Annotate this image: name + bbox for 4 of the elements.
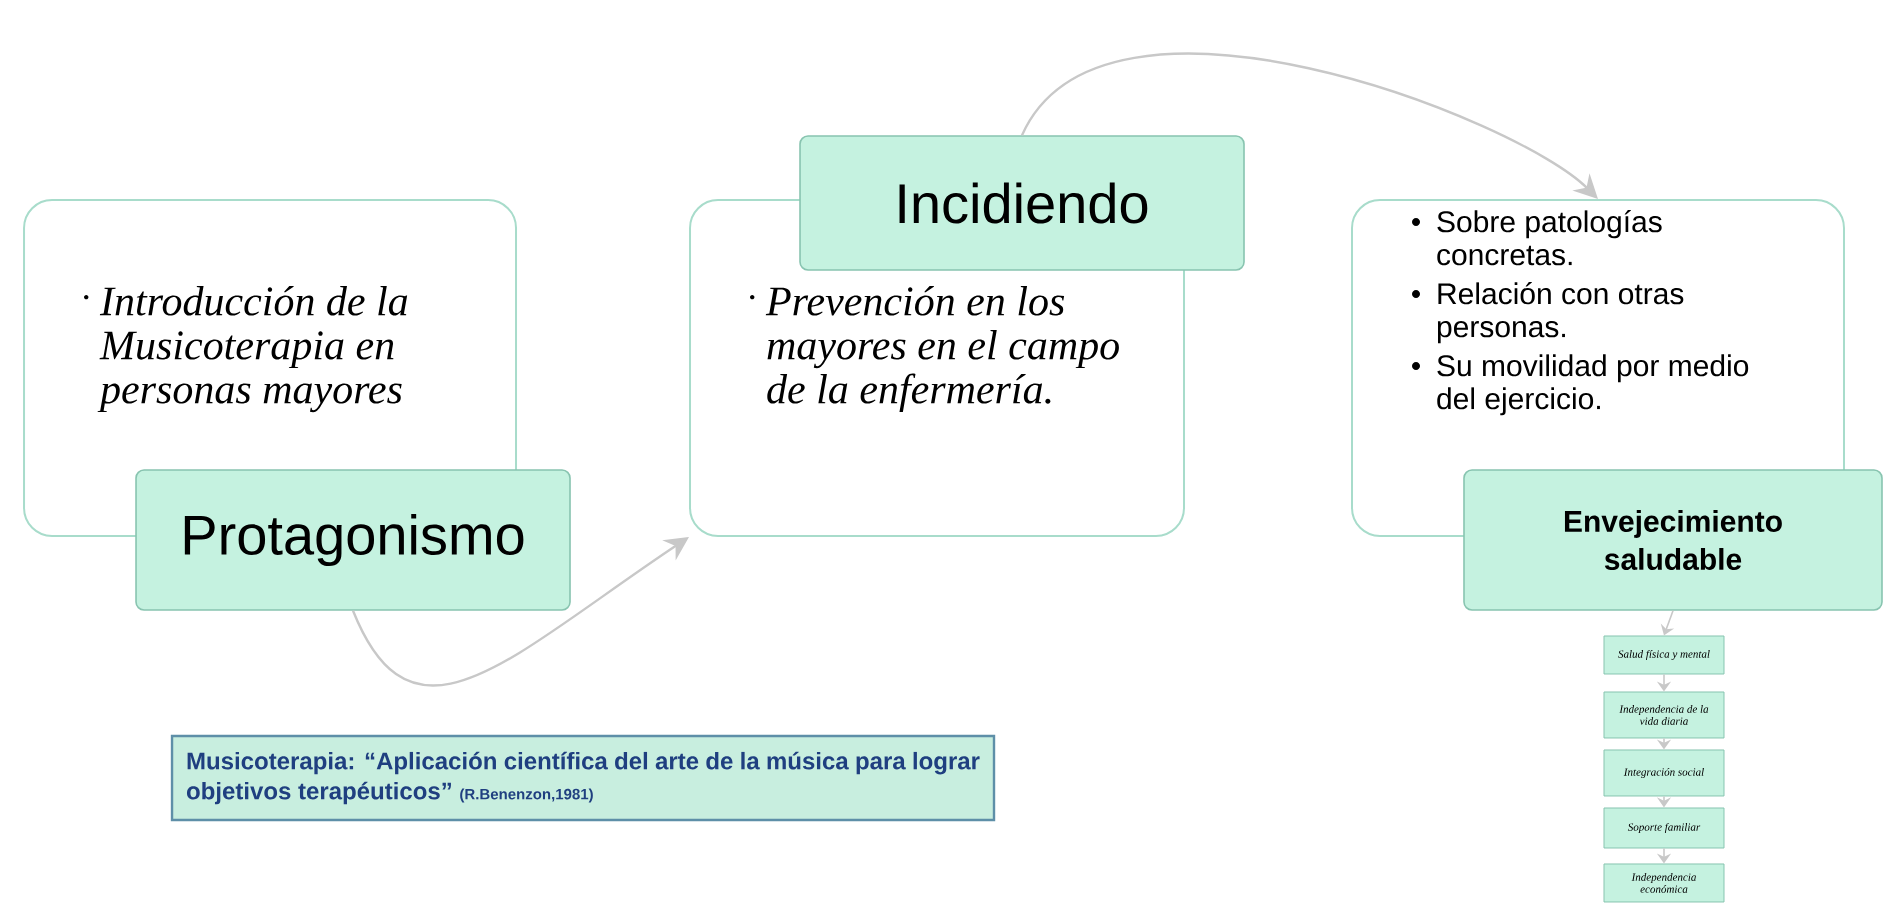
title-box: Incidiendo — [799, 135, 1245, 271]
title-box: Protagonismo — [135, 469, 571, 611]
curved-arrow — [1021, 52, 1598, 199]
title-box: Envejecimiento saludable — [1463, 469, 1883, 611]
